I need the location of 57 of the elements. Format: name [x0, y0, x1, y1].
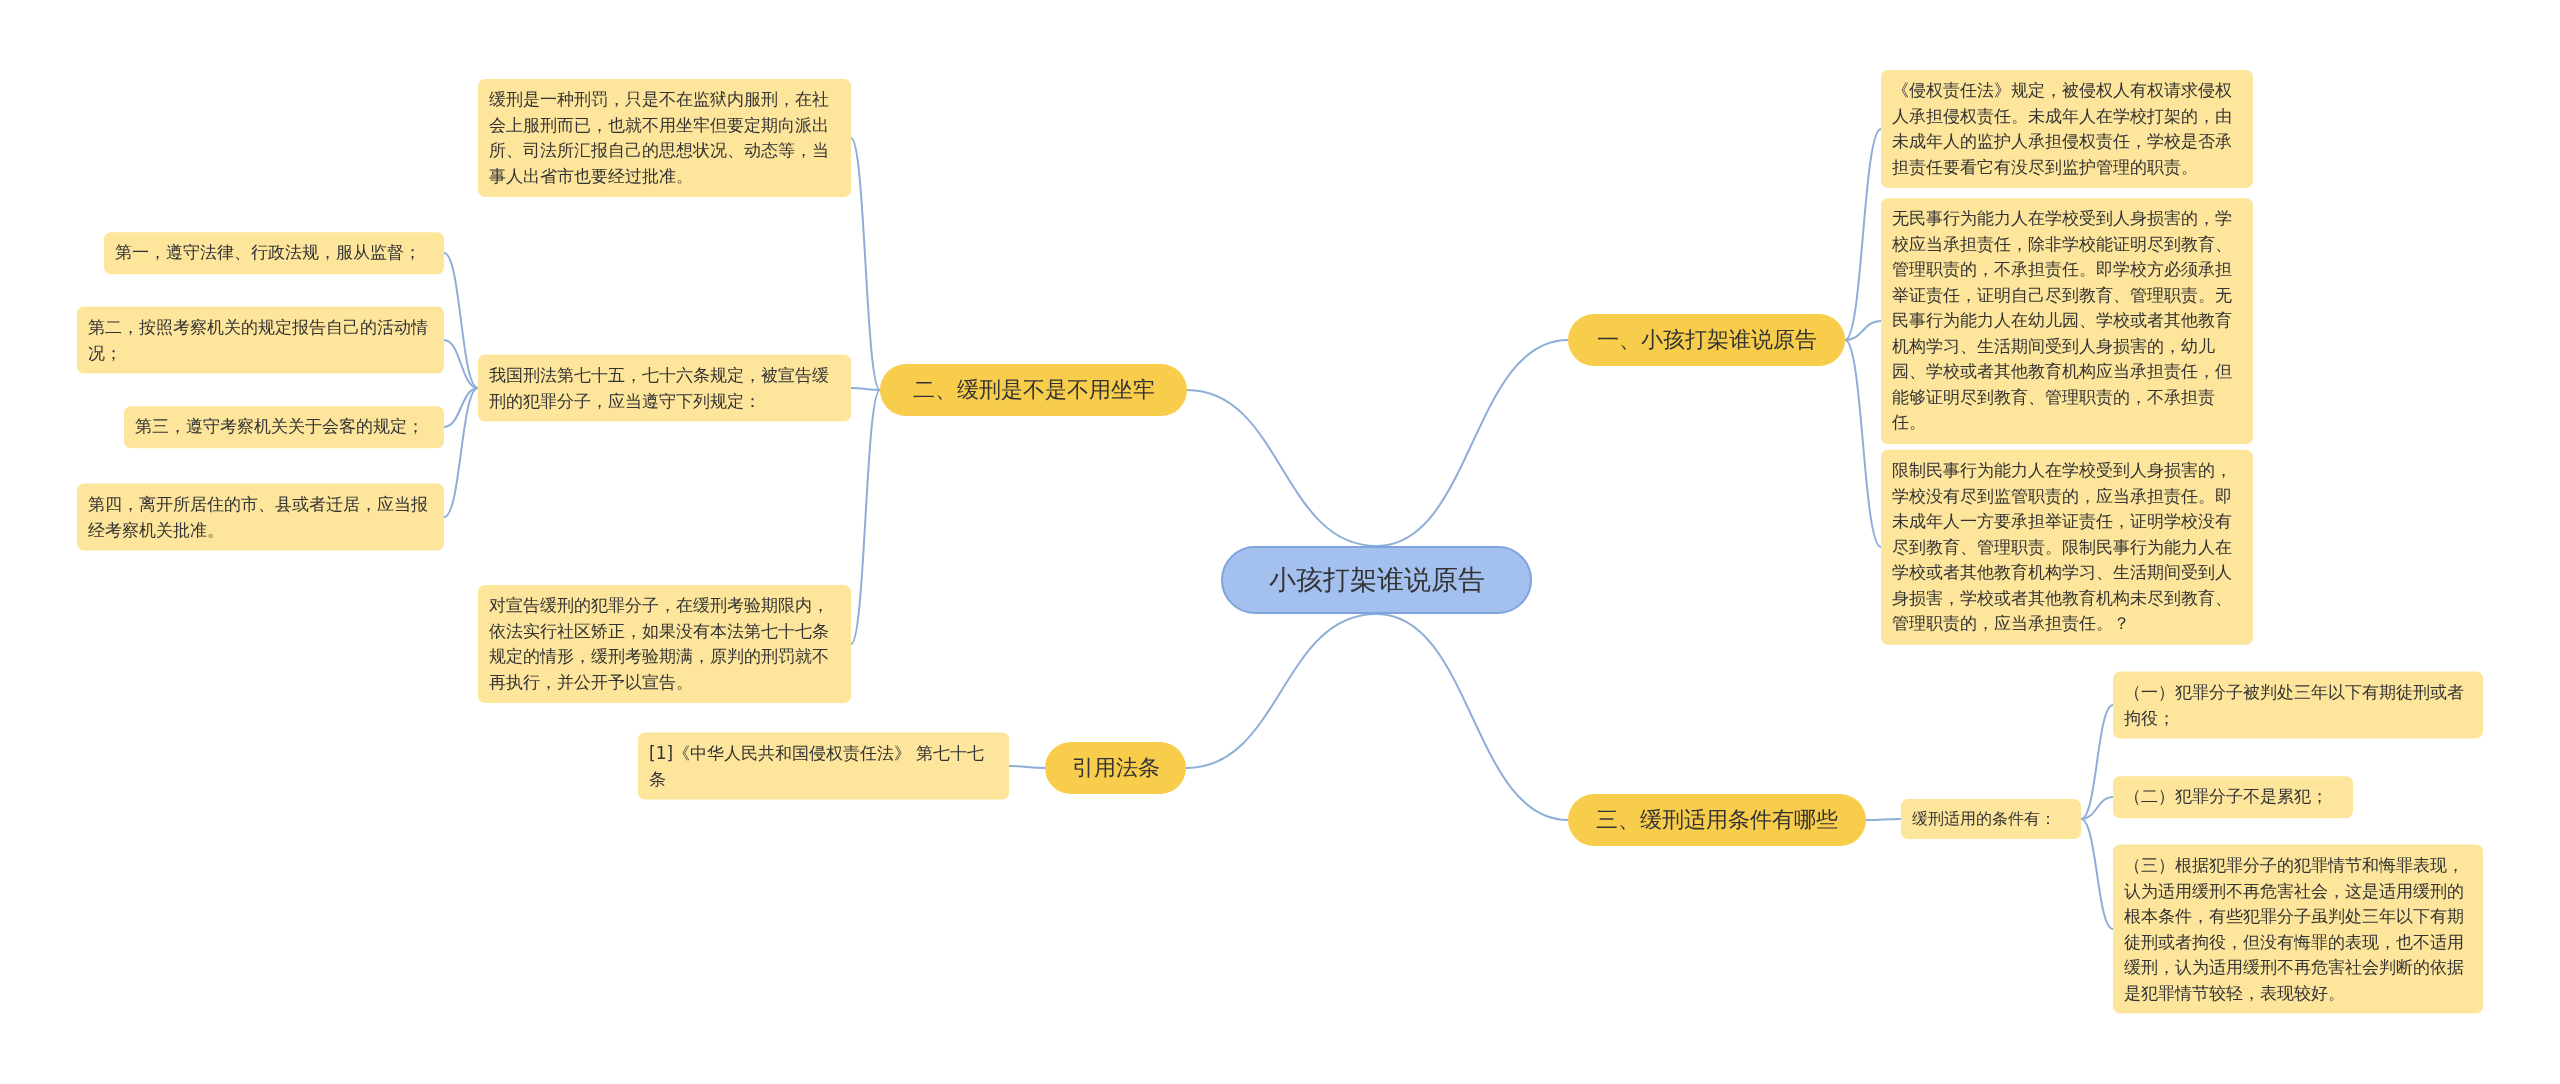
topic-text: 二、缓刑是不是不用坐牢	[911, 376, 1156, 404]
note-text: 对宣告缓刑的犯罪分子，在缓刑考验期限内，依法实行社区矫正，如果没有本法第七十七条规定的情形，缓刑考验期满，原判的刑罚就不再执行，并公开予以宣告。	[489, 594, 830, 694]
note-card	[77, 483, 444, 551]
branch-topic	[880, 364, 1187, 416]
connector-line	[443, 252, 479, 389]
note-card	[2113, 844, 2483, 1014]
note-text: 限制民事行为能力人在学校受到人身损害的，学校没有尽到监管职责的，应当承担责任。即未成年人一方要承担举证责任，证明学校没有尽到教育、管理职责。限制民事行为能力人在学校或者其他教育机构学习、生活期间受到人身损害，学校或者其他教育机构未尽到教育、管理职责的，应当承担责任。？	[1892, 458, 2233, 635]
note-card	[1881, 449, 2253, 645]
topic-text: 引用法条	[1070, 754, 1161, 782]
note-card	[638, 732, 1009, 800]
note-text: （三）根据犯罪分子的犯罪情节和悔罪表现，认为适用缓刑不再危害社会，这是适用缓刑的根本条件，有些犯罪分子虽判处三年以下有期徒刑或者拘役，但没有悔罪的表现，也不适用缓刑，认为适用缓刑不再危害社会判断的依据是犯罪情节较轻，表现较好。	[2124, 853, 2465, 1004]
connector-line	[1186, 389, 1378, 547]
note-text: 第三，遵守考察机关关于会客的规定；	[135, 415, 425, 439]
note-card	[77, 306, 444, 374]
connector-line	[1375, 339, 1569, 547]
note-text: 我国刑法第七十五，七十六条规定，被宣告缓刑的犯罪分子，应当遵守下列规定：	[489, 363, 830, 412]
branch-topic	[1045, 742, 1186, 794]
connector-line	[443, 387, 479, 518]
connector-line	[443, 387, 479, 428]
connector-line	[850, 389, 881, 645]
connector-line	[1844, 320, 1882, 341]
connector-line	[2080, 704, 2114, 820]
connector-line	[1844, 128, 1882, 341]
note-card	[478, 79, 851, 197]
connector-line	[1865, 818, 1902, 821]
connector-line	[850, 387, 881, 391]
note-card	[104, 232, 444, 274]
note-text: 第四，离开所居住的市、县或者迁居，应当报经考察机关批准。	[88, 492, 429, 541]
topic-text: 一、小孩打架谁说原告	[1595, 326, 1818, 354]
note-text: [1]《中华人民共和国侵权责任法》 第七十七条	[649, 741, 986, 790]
note-card	[1901, 799, 2081, 839]
connector-line	[1844, 339, 1882, 548]
note-text: （二）犯罪分子不是累犯；	[2124, 785, 2329, 809]
note-text: 缓刑是一种刑罚，只是不在监狱内服刑，在社会上服刑而已，也就不用坐牢但要定期向派出所、司法所汇报自己的思想状况、动态等，当事人出省市也要经过批准。	[489, 88, 830, 188]
note-card	[478, 585, 851, 703]
connector-line	[1185, 613, 1378, 769]
connector-line	[1375, 613, 1569, 821]
note-text: 缓刑适用的条件有：	[1912, 808, 2057, 830]
note-card	[124, 406, 444, 448]
note-text: 《侵权责任法》规定，被侵权人有权请求侵权人承担侵权责任。未成年人在学校打架的，由未成年人的监护人承担侵权责任，学校是否承担责任要看它有没尽到监护管理的职责。	[1892, 79, 2233, 179]
note-card	[2113, 671, 2483, 739]
note-card	[2113, 776, 2353, 818]
topic-text: 小孩打架谁说原告	[1267, 563, 1486, 597]
note-card	[1881, 198, 2253, 444]
topic-text: 三、缓刑适用条件有哪些	[1595, 806, 1839, 834]
connector-line	[1008, 765, 1046, 769]
connector-line	[2080, 796, 2114, 820]
note-text: 第一，遵守法律、行政法规，服从监督；	[115, 241, 422, 265]
branch-topic	[1568, 314, 1845, 366]
note-text: （一）犯罪分子被判处三年以下有期徒刑或者拘役；	[2124, 680, 2465, 729]
branch-topic	[1568, 794, 1866, 846]
connector-line	[2080, 818, 2114, 930]
note-card	[1881, 70, 2253, 188]
connector-line	[850, 137, 881, 391]
note-text: 第二，按照考察机关的规定报告自己的活动情况；	[88, 315, 429, 364]
note-text: 无民事行为能力人在学校受到人身损害的，学校应当承担责任，除非学校能证明尽到教育、管理职责的，不承担责任。即学校方必须承担举证责任，证明自己尽到教育、管理职责。无民事行为能力人在幼儿园、学校或者其他教育机构学习、生活期间受到人身损害的，幼儿园、学校或者其他教育机构应当承担责任，但能够证明尽到教育、管理职责的，不承担责任。	[1892, 207, 2233, 435]
note-card	[478, 354, 851, 422]
